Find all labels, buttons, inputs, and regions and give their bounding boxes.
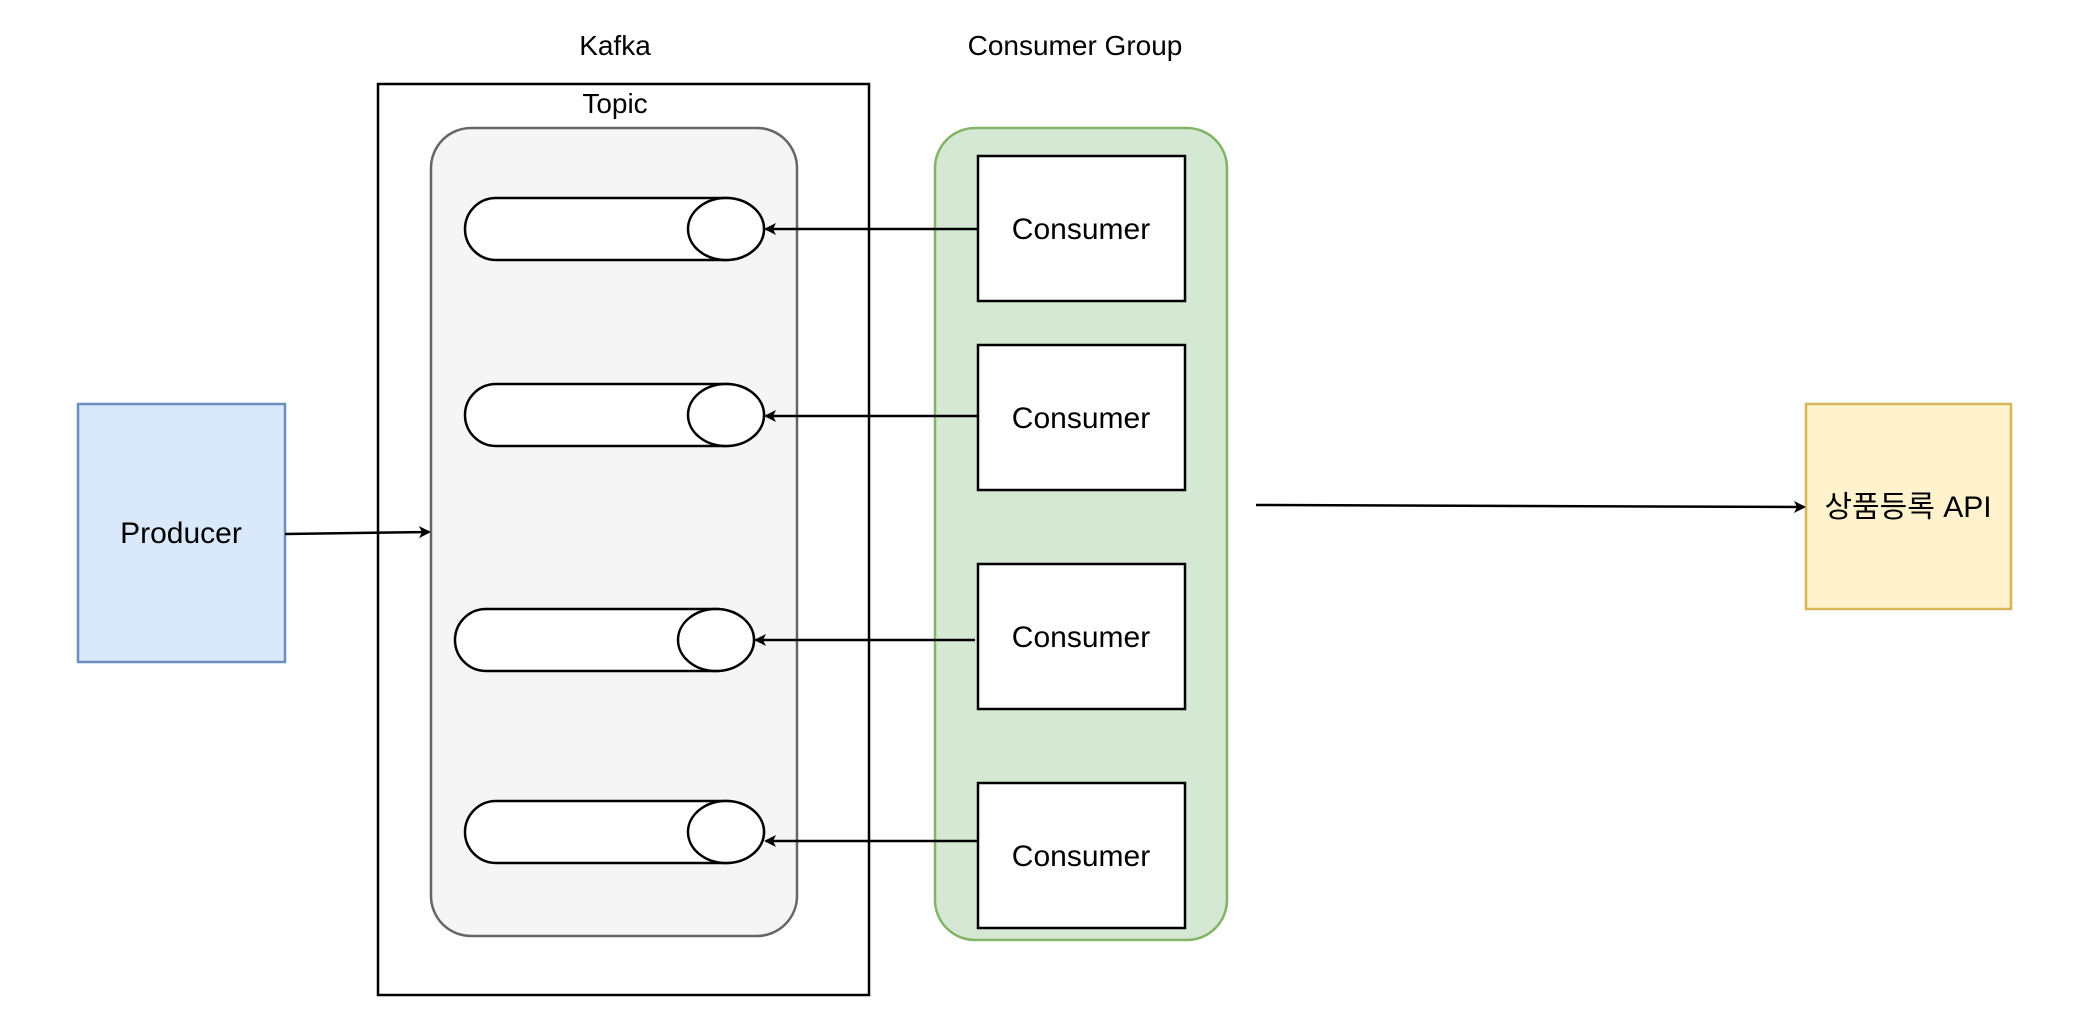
consumer-4: Consumer (976, 781, 1187, 930)
arrow-producer-to-topic (284, 526, 431, 539)
api-box: 상품등록 API (1804, 402, 2013, 611)
partition-1 (463, 196, 766, 262)
consumer-1: Consumer (976, 154, 1187, 303)
arrow-group-to-api (1255, 500, 1806, 513)
topic-label: Topic (582, 88, 647, 119)
api-label: 상품등록 API (1824, 491, 1991, 524)
kafka-box (376, 82, 871, 997)
consumer-1-label: Consumer (1012, 213, 1150, 246)
consumer-4-label: Consumer (1012, 840, 1150, 873)
kafka-label: Kafka (579, 30, 651, 61)
partition-3 (453, 607, 756, 673)
consumer-2: Consumer (976, 343, 1187, 492)
partition-2 (463, 382, 766, 448)
producer-label: Producer (120, 517, 242, 550)
consumer-3-label: Consumer (1012, 621, 1150, 654)
producer-box: Producer (76, 402, 287, 664)
topic-container (429, 126, 799, 938)
partition-4 (463, 799, 766, 865)
consumer-group-label: Consumer Group (968, 30, 1183, 61)
consumer-2-label: Consumer (1012, 402, 1150, 435)
consumer-group-container (933, 126, 1229, 942)
consumer-3: Consumer (976, 562, 1187, 711)
